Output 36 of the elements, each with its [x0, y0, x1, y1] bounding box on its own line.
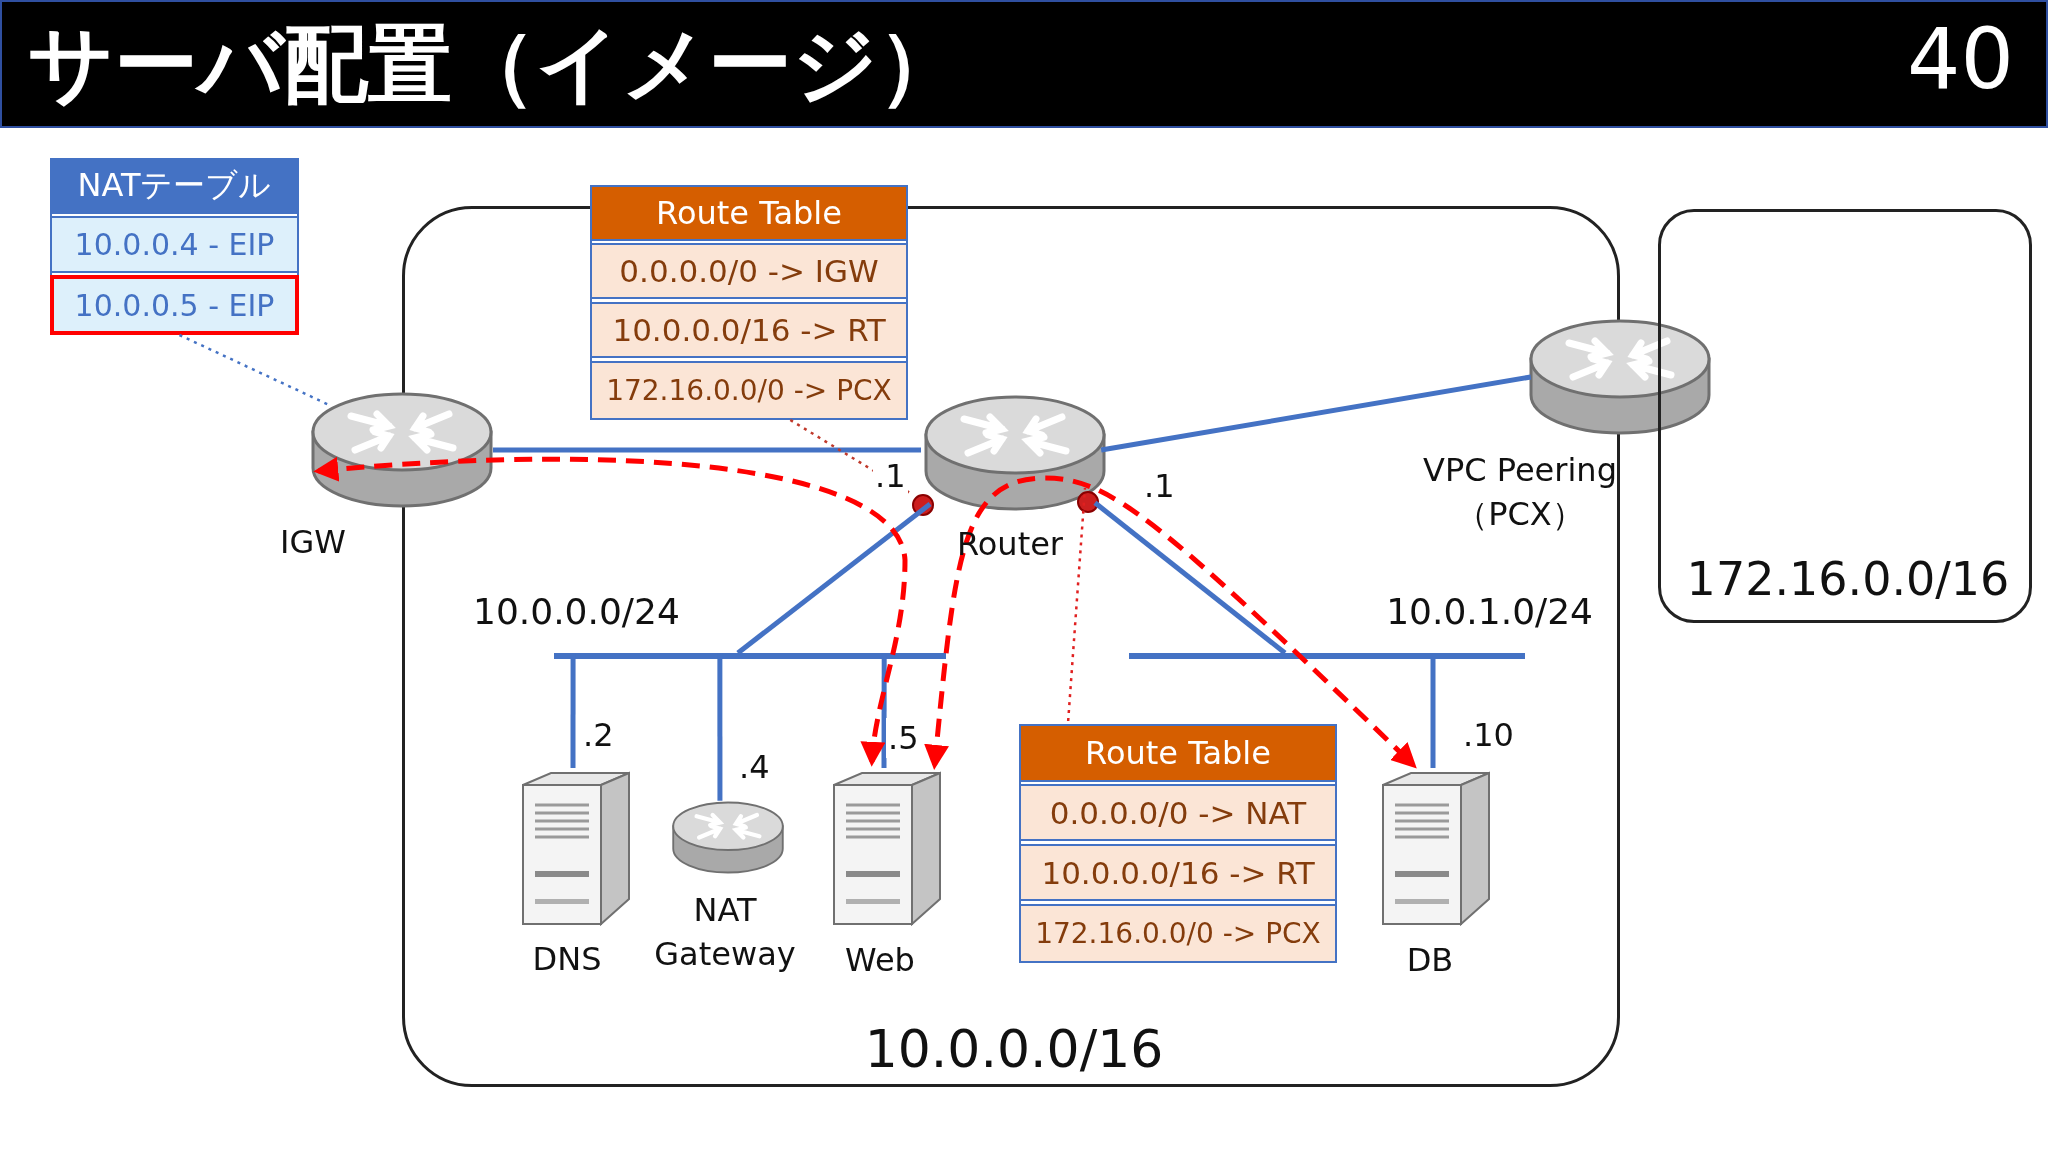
- table-header: NATテーブル: [50, 158, 299, 214]
- node-label: Router: [955, 524, 1064, 565]
- arrow: [924, 475, 1417, 770]
- table-row: 0.0.0.0/0 -> IGW: [590, 243, 908, 299]
- table-background: [1019, 724, 1337, 963]
- node-label: IGW: [279, 522, 347, 563]
- table-row: 172.16.0.0/0 -> PCX: [590, 361, 908, 420]
- network-link: [493, 447, 921, 453]
- node-label: DB: [1405, 940, 1455, 981]
- table-background: [50, 158, 299, 335]
- network-label: 10.0.0.0/16: [863, 1019, 1165, 1079]
- table-row: 172.16.0.0/0 -> PCX: [1019, 904, 1337, 963]
- table-header: Route Table: [590, 185, 908, 241]
- node-label: DNS: [531, 939, 603, 980]
- network-label: 172.16.0.0/16: [1685, 552, 2011, 606]
- network-link: [736, 502, 932, 655]
- leader-line: [1066, 487, 1087, 722]
- leader-line: [178, 333, 330, 407]
- subnet-label: 10.0.1.0/24: [1386, 591, 1593, 632]
- table-row: 10.0.0.0/16 -> RT: [590, 302, 908, 358]
- table-row: 10.0.0.0/16 -> RT: [1019, 844, 1337, 901]
- network-link: [1100, 374, 1532, 453]
- table-header: Route Table: [1019, 724, 1337, 782]
- node-label: NAT Gateway: [653, 890, 797, 975]
- table-row: 0.0.0.0/0 -> NAT: [1019, 784, 1337, 841]
- node-label: Web: [844, 940, 916, 981]
- subnet-label: 10.0.0.0/24: [473, 591, 680, 632]
- table-background: [590, 185, 908, 420]
- table-row: 10.0.0.5 - EIP: [50, 275, 299, 335]
- arrow: [313, 456, 908, 767]
- table-row: 10.0.0.4 - EIP: [50, 216, 299, 273]
- slide-title: サーバ配置（イメージ）: [28, 14, 962, 115]
- network-box: [1658, 209, 2032, 623]
- network-link: [1093, 500, 1287, 655]
- node-label: VPC Peering （PCX）: [1422, 450, 1618, 535]
- page-number: 40: [1907, 10, 2014, 108]
